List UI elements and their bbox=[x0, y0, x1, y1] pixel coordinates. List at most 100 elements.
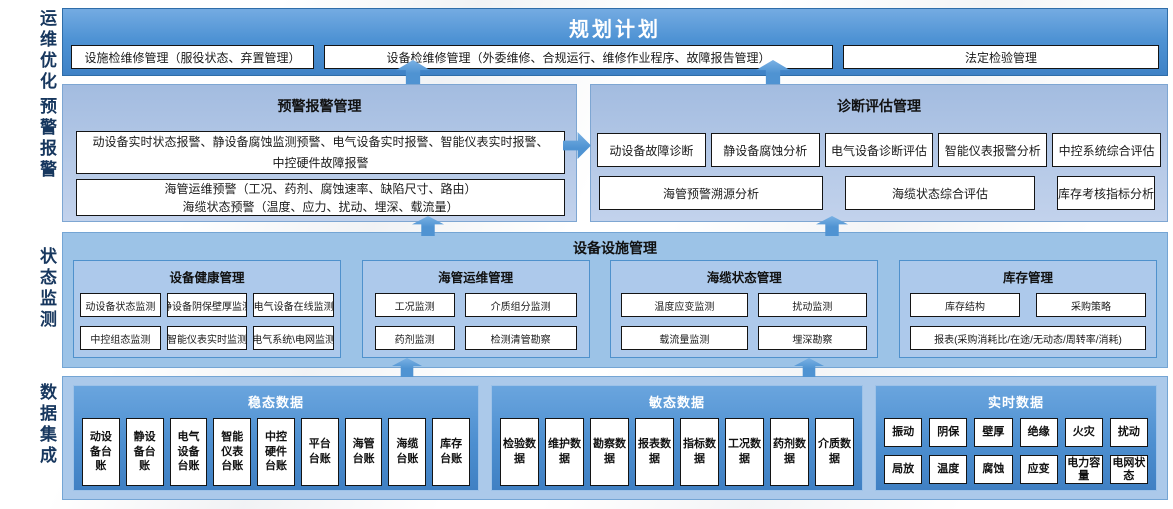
inventory-report-box[interactable]: 报表(采购消耗比/在途/无动态/周转率/消耗) bbox=[909, 326, 1146, 350]
cable-warning-line: 海缆状态预警（温度、应力、扰动、埋深、载流量） bbox=[182, 199, 459, 214]
layer-label-alarm: 预警报警 bbox=[37, 97, 56, 181]
data-integration-band: 稳态数据 动设备台账静设备台账电气设备台账智能仪表台账中控硬件台账平台台账海管台… bbox=[62, 376, 1168, 500]
monitor-box[interactable]: 中控组态监测 bbox=[80, 326, 161, 350]
agile-data-title: 敏态数据 bbox=[648, 395, 705, 410]
monitor-box[interactable]: 埋深勘察 bbox=[757, 326, 868, 350]
signal-card[interactable]: 电力容量 bbox=[1064, 455, 1103, 484]
realtime-alarm-box[interactable]: 动设备实时状态报警、静设备腐蚀监测预警、电气设备实时报警、智能仪表实时报警、中控… bbox=[76, 131, 565, 174]
realtime-data-title: 实时数据 bbox=[987, 395, 1044, 410]
monitor-box[interactable]: 扰动监测 bbox=[757, 293, 868, 317]
data-card[interactable]: 药剂数据 bbox=[770, 418, 809, 486]
data-card[interactable]: 指标数据 bbox=[680, 418, 719, 486]
inventory-grid: 库存结构采购策略 bbox=[906, 293, 1150, 317]
planning-title: 规划计划 bbox=[569, 19, 661, 41]
steady-data-section: 稳态数据 动设备台账静设备台账电气设备台账智能仪表台账中控硬件台账平台台账海管台… bbox=[73, 385, 479, 491]
ledger-card[interactable]: 中控硬件台账 bbox=[257, 418, 295, 486]
ledger-card[interactable]: 海缆台账 bbox=[388, 418, 427, 486]
diagnosis-box[interactable]: 电气设备诊断评估 bbox=[824, 133, 934, 167]
realtime-data-grid: 振动阴保壁厚绝缘火灾扰动局放温度腐蚀应变电力容量电网状态 bbox=[884, 418, 1148, 484]
alert-management-title: 预警报警管理 bbox=[277, 98, 362, 114]
steady-data-title: 稳态数据 bbox=[247, 395, 304, 410]
data-card[interactable]: 介质数据 bbox=[815, 418, 854, 486]
signal-card[interactable]: 扰动 bbox=[1109, 418, 1148, 447]
layer-label-status: 状态监测 bbox=[37, 247, 56, 331]
equipment-health-group: 设备健康管理 动设备状态监测静设备阴保壁厚监测电气设备在线监测中控组态监测智能仪… bbox=[73, 260, 341, 358]
layer-label-operation: 运维优化 bbox=[37, 9, 56, 93]
monitor-box[interactable]: 动设备状态监测 bbox=[80, 293, 161, 317]
diagnosis-box[interactable]: 中控系统综合评估 bbox=[1052, 133, 1161, 167]
planning-band: 规划计划 设施检维修管理（服役状态、弃置管理） 设备检维修管理（外委维修、合规运… bbox=[62, 8, 1168, 76]
cable-status-grid: 温度应变监测扰动监测载流量监测埋深勘察 bbox=[617, 293, 871, 350]
agile-data-cards: 检验数据维护数据勘察数据报表数据指标数据工况数据药剂数据介质数据 bbox=[500, 418, 854, 486]
ledger-card[interactable]: 平台台账 bbox=[300, 418, 339, 486]
signal-card[interactable]: 局放 bbox=[884, 455, 923, 484]
monitor-box[interactable]: 电气系统\电网监测 bbox=[253, 326, 334, 350]
facility-management-band: 设备设施管理 设备健康管理 动设备状态监测静设备阴保壁厚监测电气设备在线监测中控… bbox=[62, 232, 1168, 368]
facility-management-title: 设备设施管理 bbox=[573, 240, 657, 256]
monitor-box[interactable]: 静设备阴保壁厚监测 bbox=[166, 293, 248, 317]
equipment-health-title: 设备健康管理 bbox=[169, 271, 245, 285]
alert-management-panel: 预警报警管理 动设备实时状态报警、静设备腐蚀监测预警、电气设备实时报警、智能仪表… bbox=[62, 84, 577, 222]
data-card[interactable]: 勘察数据 bbox=[590, 418, 629, 486]
ledger-card[interactable]: 电气设备台账 bbox=[169, 418, 208, 486]
monitor-box[interactable]: 电气设备在线监测 bbox=[253, 293, 334, 317]
planning-row: 设施检维修管理（服役状态、弃置管理） 设备检维修管理（外委维修、合规运行、维修作… bbox=[71, 45, 1159, 69]
analysis-box[interactable]: 海缆状态综合评估 bbox=[845, 176, 1035, 210]
diagnosis-row2: 海管预警溯源分析海缆状态综合评估库存考核指标分析 bbox=[599, 176, 1155, 210]
steady-data-cards: 动设备台账静设备台账电气设备台账智能仪表台账中控硬件台账平台台账海管台账海缆台账… bbox=[82, 418, 471, 486]
agile-data-section: 敏态数据 检验数据维护数据勘察数据报表数据指标数据工况数据药剂数据介质数据 bbox=[491, 385, 863, 491]
data-sections: 稳态数据 动设备台账静设备台账电气设备台账智能仪表台账中控硬件台账平台台账海管台… bbox=[73, 385, 1157, 491]
inventory-box[interactable]: 采购策略 bbox=[1035, 293, 1146, 317]
diagnosis-box[interactable]: 动设备故障诊断 bbox=[597, 133, 706, 167]
ledger-card[interactable]: 库存台账 bbox=[432, 418, 471, 486]
analysis-box[interactable]: 库存考核指标分析 bbox=[1056, 176, 1155, 210]
data-card[interactable]: 维护数据 bbox=[545, 418, 584, 486]
statutory-inspection-box[interactable]: 法定检验管理 bbox=[843, 45, 1159, 69]
diagnosis-title: 诊断评估管理 bbox=[837, 98, 921, 114]
equipment-maintenance-box[interactable]: 设备检维修管理（外委维修、合规运行、维修作业程序、故障报告管理） bbox=[324, 45, 833, 69]
inventory-box[interactable]: 库存结构 bbox=[909, 293, 1020, 317]
diagnosis-box[interactable]: 静设备腐蚀分析 bbox=[710, 133, 820, 167]
facility-maintenance-box[interactable]: 设施检维修管理（服役状态、弃置管理） bbox=[71, 45, 314, 69]
diagnosis-box[interactable]: 智能仪表报警分析 bbox=[938, 133, 1048, 167]
data-card[interactable]: 工况数据 bbox=[725, 418, 764, 486]
cable-status-title: 海缆状态管理 bbox=[706, 271, 782, 285]
pipeline-ops-grid: 工况监测介质组分监测药剂监测检测清管勘察 bbox=[369, 293, 583, 350]
signal-card[interactable]: 温度 bbox=[929, 455, 968, 484]
cable-status-group: 海缆状态管理 温度应变监测扰动监测载流量监测埋深勘察 bbox=[610, 260, 879, 358]
signal-card[interactable]: 绝缘 bbox=[1019, 418, 1058, 447]
signal-card[interactable]: 壁厚 bbox=[974, 418, 1013, 447]
monitor-box[interactable]: 载流量监测 bbox=[621, 326, 748, 350]
signal-card[interactable]: 腐蚀 bbox=[974, 455, 1013, 484]
monitor-box[interactable]: 工况监测 bbox=[374, 293, 455, 317]
signal-card[interactable]: 火灾 bbox=[1064, 418, 1103, 447]
ledger-card[interactable]: 海管台账 bbox=[344, 418, 383, 486]
data-card[interactable]: 报表数据 bbox=[635, 418, 674, 486]
signal-card[interactable]: 应变 bbox=[1019, 455, 1058, 484]
pipeline-warning-line: 海管运维预警（工况、药剂、腐蚀速率、缺陷尺寸、路由） bbox=[164, 181, 477, 196]
ledger-card[interactable]: 动设备台账 bbox=[82, 418, 120, 486]
diagnosis-row1: 动设备故障诊断静设备腐蚀分析电气设备诊断评估智能仪表报警分析中控系统综合评估 bbox=[597, 133, 1161, 167]
inventory-group: 库存管理 库存结构采购策略 报表(采购消耗比/在途/无动态/周转率/消耗) bbox=[898, 260, 1157, 358]
inventory-title: 库存管理 bbox=[1002, 271, 1053, 285]
monitor-box[interactable]: 介质组分监测 bbox=[464, 293, 577, 317]
monitor-box[interactable]: 智能仪表实时监测 bbox=[166, 326, 248, 350]
equipment-health-grid: 动设备状态监测静设备阴保壁厚监测电气设备在线监测中控组态监测智能仪表实时监测电气… bbox=[80, 293, 334, 350]
diagnosis-panel: 诊断评估管理 动设备故障诊断静设备腐蚀分析电气设备诊断评估智能仪表报警分析中控系… bbox=[590, 84, 1168, 222]
pipeline-cable-warning-box[interactable]: 海管运维预警（工况、药剂、腐蚀速率、缺陷尺寸、路由） 海缆状态预警（温度、应力、… bbox=[76, 179, 565, 216]
ledger-card[interactable]: 智能仪表台账 bbox=[213, 418, 252, 486]
analysis-box[interactable]: 海管预警溯源分析 bbox=[599, 176, 824, 210]
signal-card[interactable]: 阴保 bbox=[929, 418, 968, 447]
layer-label-data: 数据集成 bbox=[37, 383, 56, 467]
signal-card[interactable]: 电网状态 bbox=[1109, 455, 1148, 484]
signal-card[interactable]: 振动 bbox=[884, 418, 923, 447]
pipeline-ops-group: 海管运维管理 工况监测介质组分监测药剂监测检测清管勘察 bbox=[361, 260, 590, 358]
ledger-card[interactable]: 静设备台账 bbox=[125, 418, 164, 486]
monitor-box[interactable]: 温度应变监测 bbox=[621, 293, 748, 317]
data-card[interactable]: 检验数据 bbox=[500, 418, 539, 486]
monitor-box[interactable]: 药剂监测 bbox=[374, 326, 455, 350]
pipeline-ops-title: 海管运维管理 bbox=[438, 271, 514, 285]
monitor-box[interactable]: 检测清管勘察 bbox=[464, 326, 577, 350]
realtime-data-section: 实时数据 振动阴保壁厚绝缘火灾扰动局放温度腐蚀应变电力容量电网状态 bbox=[875, 385, 1157, 491]
